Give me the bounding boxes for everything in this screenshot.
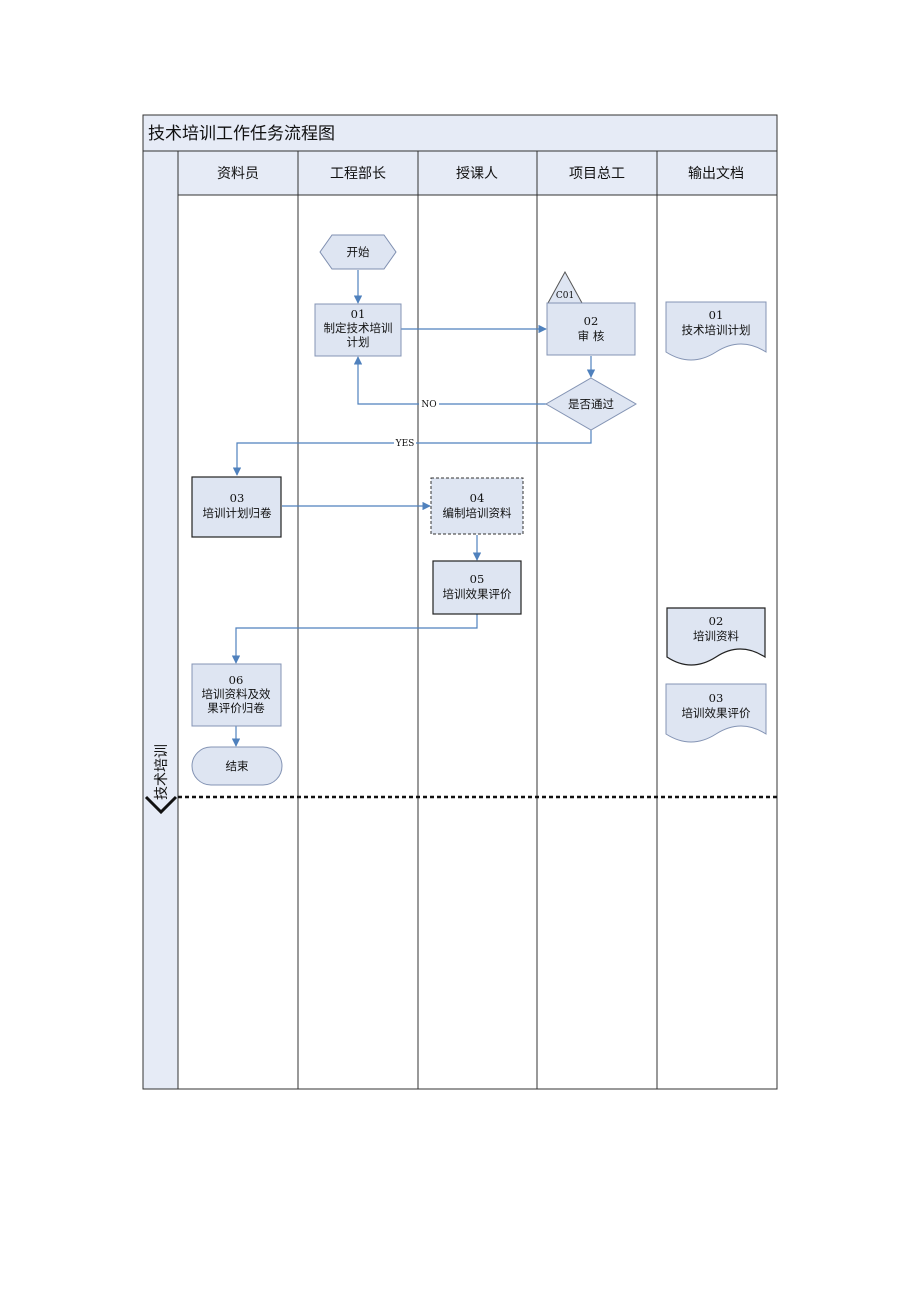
process-node-05 bbox=[432, 560, 522, 615]
document-node-02-line1: 培训资料 bbox=[693, 629, 739, 643]
process-node-03-line1: 培训计划归卷 bbox=[203, 506, 272, 520]
process-node-04 bbox=[430, 477, 524, 535]
document-node-02 bbox=[666, 607, 766, 666]
lane-header-instructor: 授课人 bbox=[456, 166, 498, 182]
start-node-label: 开始 bbox=[347, 245, 370, 259]
lane-header-clerk: 资料员 bbox=[217, 166, 259, 182]
lane-header-engineering-manager: 工程部长 bbox=[330, 166, 386, 182]
document-node-01-num: 01 bbox=[709, 308, 724, 322]
lane-header-output-docs: 输出文档 bbox=[688, 166, 744, 182]
document-node-03 bbox=[665, 683, 767, 743]
lanes-body bbox=[177, 194, 778, 1090]
edge-label-yes: YES bbox=[395, 439, 415, 449]
lane-header-row bbox=[177, 150, 778, 196]
process-node-06 bbox=[191, 663, 282, 727]
process-node-02-line1: 审 核 bbox=[578, 329, 605, 343]
process-node-06-line2: 果评价归卷 bbox=[207, 701, 265, 715]
edge-decision-no-to-01 bbox=[353, 356, 547, 405]
process-node-01 bbox=[314, 303, 402, 357]
document-node-01-line1: 技术培训计划 bbox=[682, 323, 751, 337]
end-node-label: 结束 bbox=[226, 759, 249, 773]
document-node-03-num: 03 bbox=[709, 691, 724, 705]
process-node-02-num: 02 bbox=[584, 314, 599, 328]
phase-end-chevron bbox=[144, 795, 178, 815]
edge-05-to-06 bbox=[231, 614, 478, 664]
process-node-06-num: 06 bbox=[229, 673, 244, 687]
phase-column bbox=[142, 150, 179, 1090]
document-node-02-num: 02 bbox=[709, 614, 724, 628]
edge-label-bg bbox=[394, 437, 416, 449]
process-node-02 bbox=[546, 302, 636, 356]
edge-decision-yes-to-03 bbox=[232, 430, 592, 476]
process-node-01-num: 01 bbox=[351, 307, 366, 321]
decision-node bbox=[545, 377, 637, 431]
process-node-03 bbox=[191, 476, 282, 538]
edge-label-no: NO bbox=[421, 400, 436, 410]
phase-label: 技术培训 bbox=[154, 744, 170, 800]
process-node-04-line1: 编制培训资料 bbox=[443, 506, 512, 520]
control-point-c01-label: C01 bbox=[556, 291, 574, 301]
lane-header-chief-engineer: 项目总工 bbox=[569, 166, 625, 182]
process-node-04-num: 04 bbox=[470, 491, 485, 505]
document-node-03-line1: 培训效果评价 bbox=[682, 706, 751, 720]
connectors bbox=[231, 270, 596, 747]
title-bar bbox=[142, 114, 778, 152]
document-node-01 bbox=[665, 301, 767, 361]
process-node-03-num: 03 bbox=[230, 491, 245, 505]
edge-label-bg bbox=[419, 398, 439, 410]
end-node bbox=[191, 746, 283, 786]
start-node bbox=[319, 234, 397, 270]
process-node-05-line1: 培训效果评价 bbox=[443, 587, 512, 601]
process-node-06-line1: 培训资料及效 bbox=[202, 687, 271, 701]
process-node-05-num: 05 bbox=[470, 572, 485, 586]
page-title: 技术培训工作任务流程图 bbox=[148, 124, 335, 144]
process-node-01-line1: 制定技术培训 bbox=[324, 321, 393, 335]
decision-node-label: 是否通过 bbox=[568, 397, 614, 411]
process-node-01-line2: 计划 bbox=[347, 335, 370, 349]
